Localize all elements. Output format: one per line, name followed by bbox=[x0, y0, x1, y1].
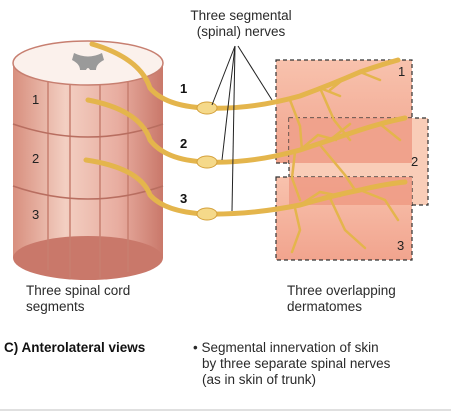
cord-caption-line-1: Three spinal cord bbox=[26, 283, 131, 298]
callout-leaders bbox=[211, 45, 273, 212]
bullet-note-line-1: • Segmental innervation of skin bbox=[193, 340, 379, 355]
dermatome-number-2: 2 bbox=[411, 154, 418, 169]
ganglion-1 bbox=[196, 101, 218, 115]
nerve-number-1: 1 bbox=[180, 81, 187, 96]
cord-caption-line-2: segments bbox=[26, 299, 85, 314]
nerve-2 bbox=[85, 97, 408, 165]
dermatome-number-3: 3 bbox=[397, 238, 404, 253]
dermatome-caption-line-1: Three overlapping bbox=[287, 283, 396, 298]
ganglion-2 bbox=[196, 155, 218, 169]
view-title: C) Anterolateral views bbox=[4, 340, 146, 355]
segment-number-1: 1 bbox=[32, 92, 39, 107]
cord-caption: Three spinal cord segments bbox=[26, 283, 130, 315]
bullet-note-line-2: by three separate spinal nerves bbox=[202, 356, 391, 371]
dermatome-caption-line-2: dermatomes bbox=[287, 299, 363, 314]
nerve-number-2: 2 bbox=[180, 136, 187, 151]
dermatome-caption: Three overlapping dermatomes bbox=[287, 283, 396, 315]
segment-number-2: 2 bbox=[32, 151, 39, 166]
nerve-number-3: 3 bbox=[180, 191, 187, 206]
callout-title-line-2: (spinal) nerves bbox=[196, 24, 286, 39]
bullet-note-line-3: (as in skin of trunk) bbox=[202, 372, 317, 387]
segment-number-3: 3 bbox=[32, 207, 39, 222]
callout-title-line-1: Three segmental bbox=[190, 8, 292, 23]
callout-title: Three segmental (spinal) nerves bbox=[176, 8, 306, 40]
ganglion-3 bbox=[196, 207, 218, 221]
dermatome-number-1: 1 bbox=[398, 64, 405, 79]
bullet-note: • Segmental innervation of skin by three… bbox=[193, 340, 443, 388]
spinal-nerves bbox=[83, 41, 408, 254]
bottom-divider bbox=[0, 409, 451, 411]
